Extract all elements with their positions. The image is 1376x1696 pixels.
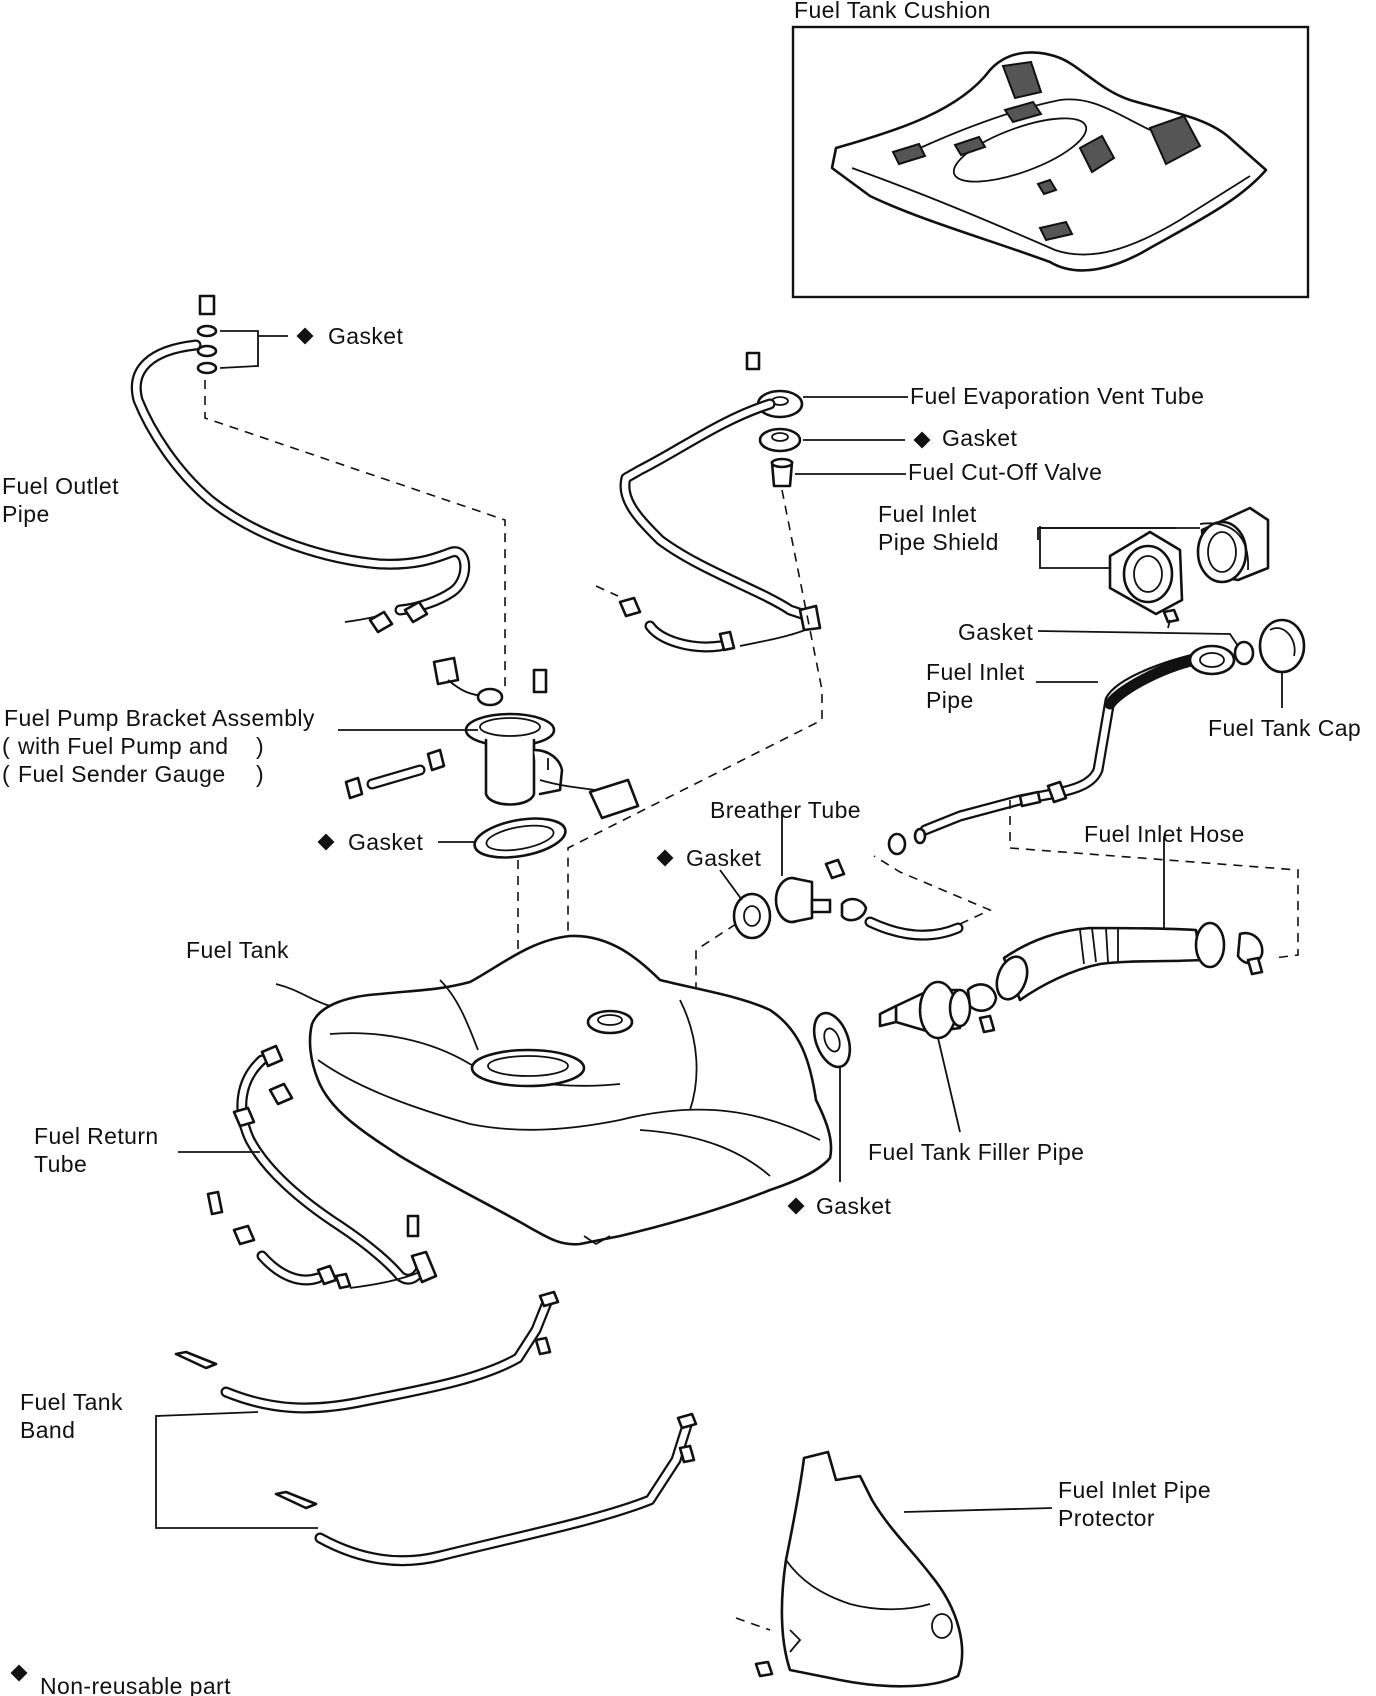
label-fuel-inlet-pipe-shield-1: Fuel Inlet [878,501,977,527]
protector-leader [903,1507,1053,1513]
label-fuel-pump-bracket-paren-open: ( [2,733,10,759]
pump-hose [344,748,446,800]
label-fuel-pump-bracket-paren-close: ) [256,733,264,759]
gasket-evap-diamond [913,431,931,449]
fuel-return-tube [206,1044,438,1290]
label-fuel-tank: Fuel Tank [186,937,289,963]
fuel-outlet-pipe [130,294,471,634]
label-fuel-pump-bracket-3: Fuel Sender Gauge [18,761,226,787]
gasket-breather-diamond [656,849,674,867]
gasket-breather-leader [719,869,743,901]
fuel-tank-band-lower [274,1412,698,1567]
gasket-inlet-leader [1037,630,1239,647]
label-fuel-inlet-pipe-protector-2: Protector [1058,1505,1155,1531]
fuel-tank-band-upper [174,1290,560,1414]
label-fuel-inlet-pipe-protector-1: Fuel Inlet Pipe [1058,1477,1211,1503]
gasket-top-leader [219,330,259,369]
gasket-filler-diamond [787,1197,805,1215]
fuel-inlet-pipe-protector [735,1450,964,1688]
fuel-pump-bracket-assembly [432,656,640,820]
fuel-tank [308,934,833,1246]
label-gasket-top: Gasket [328,323,403,349]
fuel-inlet-hose [995,921,1264,1002]
label-fuel-tank-cushion: Fuel Tank Cushion [794,0,991,23]
label-fuel-evap-vent-tube: Fuel Evaporation Vent Tube [910,383,1204,409]
label-gasket-filler: Gasket [816,1193,891,1219]
label-fuel-pump-bracket-1: Fuel Pump Bracket Assembly [4,705,315,731]
filler-gasket [812,1011,852,1069]
label-fuel-tank-cap: Fuel Tank Cap [1208,715,1361,741]
label-fuel-outlet-pipe-1: Fuel Outlet [2,473,119,499]
label-gasket-breather: Gasket [686,845,761,871]
evap-dashline [567,489,823,960]
filler-pipe-leader [937,1037,961,1133]
inlet-pipe-dashline [1009,800,1299,959]
breather-dashline [873,855,992,925]
label-gasket-evap: Gasket [942,425,1017,451]
label-breather-tube: Breather Tube [710,797,861,823]
fuel-tank-cushion-inset [791,25,1310,299]
label-fuel-pump-bracket-paren-open-2: ( [2,761,10,787]
fuel-tank-filler-pipe [878,980,998,1040]
label-fuel-inlet-hose: Fuel Inlet Hose [1084,821,1245,847]
legend-diamond [10,1664,28,1682]
tank-band-leader [155,1411,318,1529]
label-fuel-inlet-pipe-shield-2: Pipe Shield [878,529,999,555]
label-fuel-outlet-pipe-2: Pipe [2,501,50,527]
fuel-evap-vent-tube [595,351,822,653]
label-fuel-return-tube-1: Fuel Return [34,1123,159,1149]
breather-tube [732,858,964,941]
label-gasket-inlet: Gasket [958,619,1033,645]
label-fuel-inlet-pipe-2: Pipe [926,687,974,713]
fuel-tank-leader [275,983,331,1007]
label-fuel-tank-band-1: Fuel Tank [20,1389,123,1415]
fuel-inlet-pipe [887,644,1236,856]
label-gasket-pump: Gasket [348,829,423,855]
label-fuel-pump-bracket-2: with Fuel Pump and [17,733,228,759]
inlet-shield-leader [1037,526,1176,569]
fuel-inlet-pipe-shield [1108,506,1270,629]
gasket-top-diamond [296,327,314,345]
gasket-pump-diamond [317,833,335,851]
fuel-tank-cap [1258,618,1306,674]
label-fuel-cutoff-valve: Fuel Cut-Off Valve [908,459,1102,485]
label-fuel-tank-filler-pipe: Fuel Tank Filler Pipe [868,1139,1084,1165]
outlet-pipe-dashline [204,380,506,690]
pump-gasket [473,817,567,859]
label-fuel-inlet-pipe-1: Fuel Inlet [926,659,1025,685]
gasket-inlet-ring [1233,640,1255,666]
label-fuel-return-tube-2: Tube [34,1151,87,1177]
label-fuel-tank-band-2: Band [20,1417,75,1443]
label-legend: Non-reusable part [40,1673,231,1696]
label-fuel-pump-bracket-paren-close-2: ) [256,761,264,787]
